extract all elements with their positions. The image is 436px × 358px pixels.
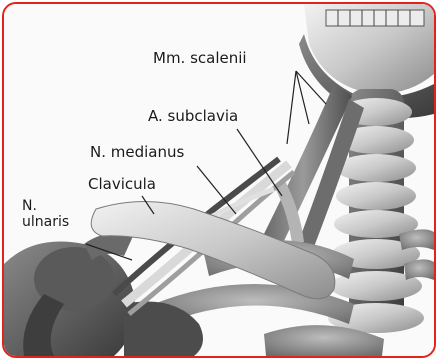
label-ulnaris-line1: N. [22,198,37,214]
label-subclavia: A. subclavia [148,108,238,124]
label-medianus: N. medianus [90,144,184,160]
label-scaleni: Mm. scalenii [153,50,247,66]
label-clavicula: Clavicula [88,176,156,192]
label-ulnaris-line2: ulnaris [22,214,69,230]
